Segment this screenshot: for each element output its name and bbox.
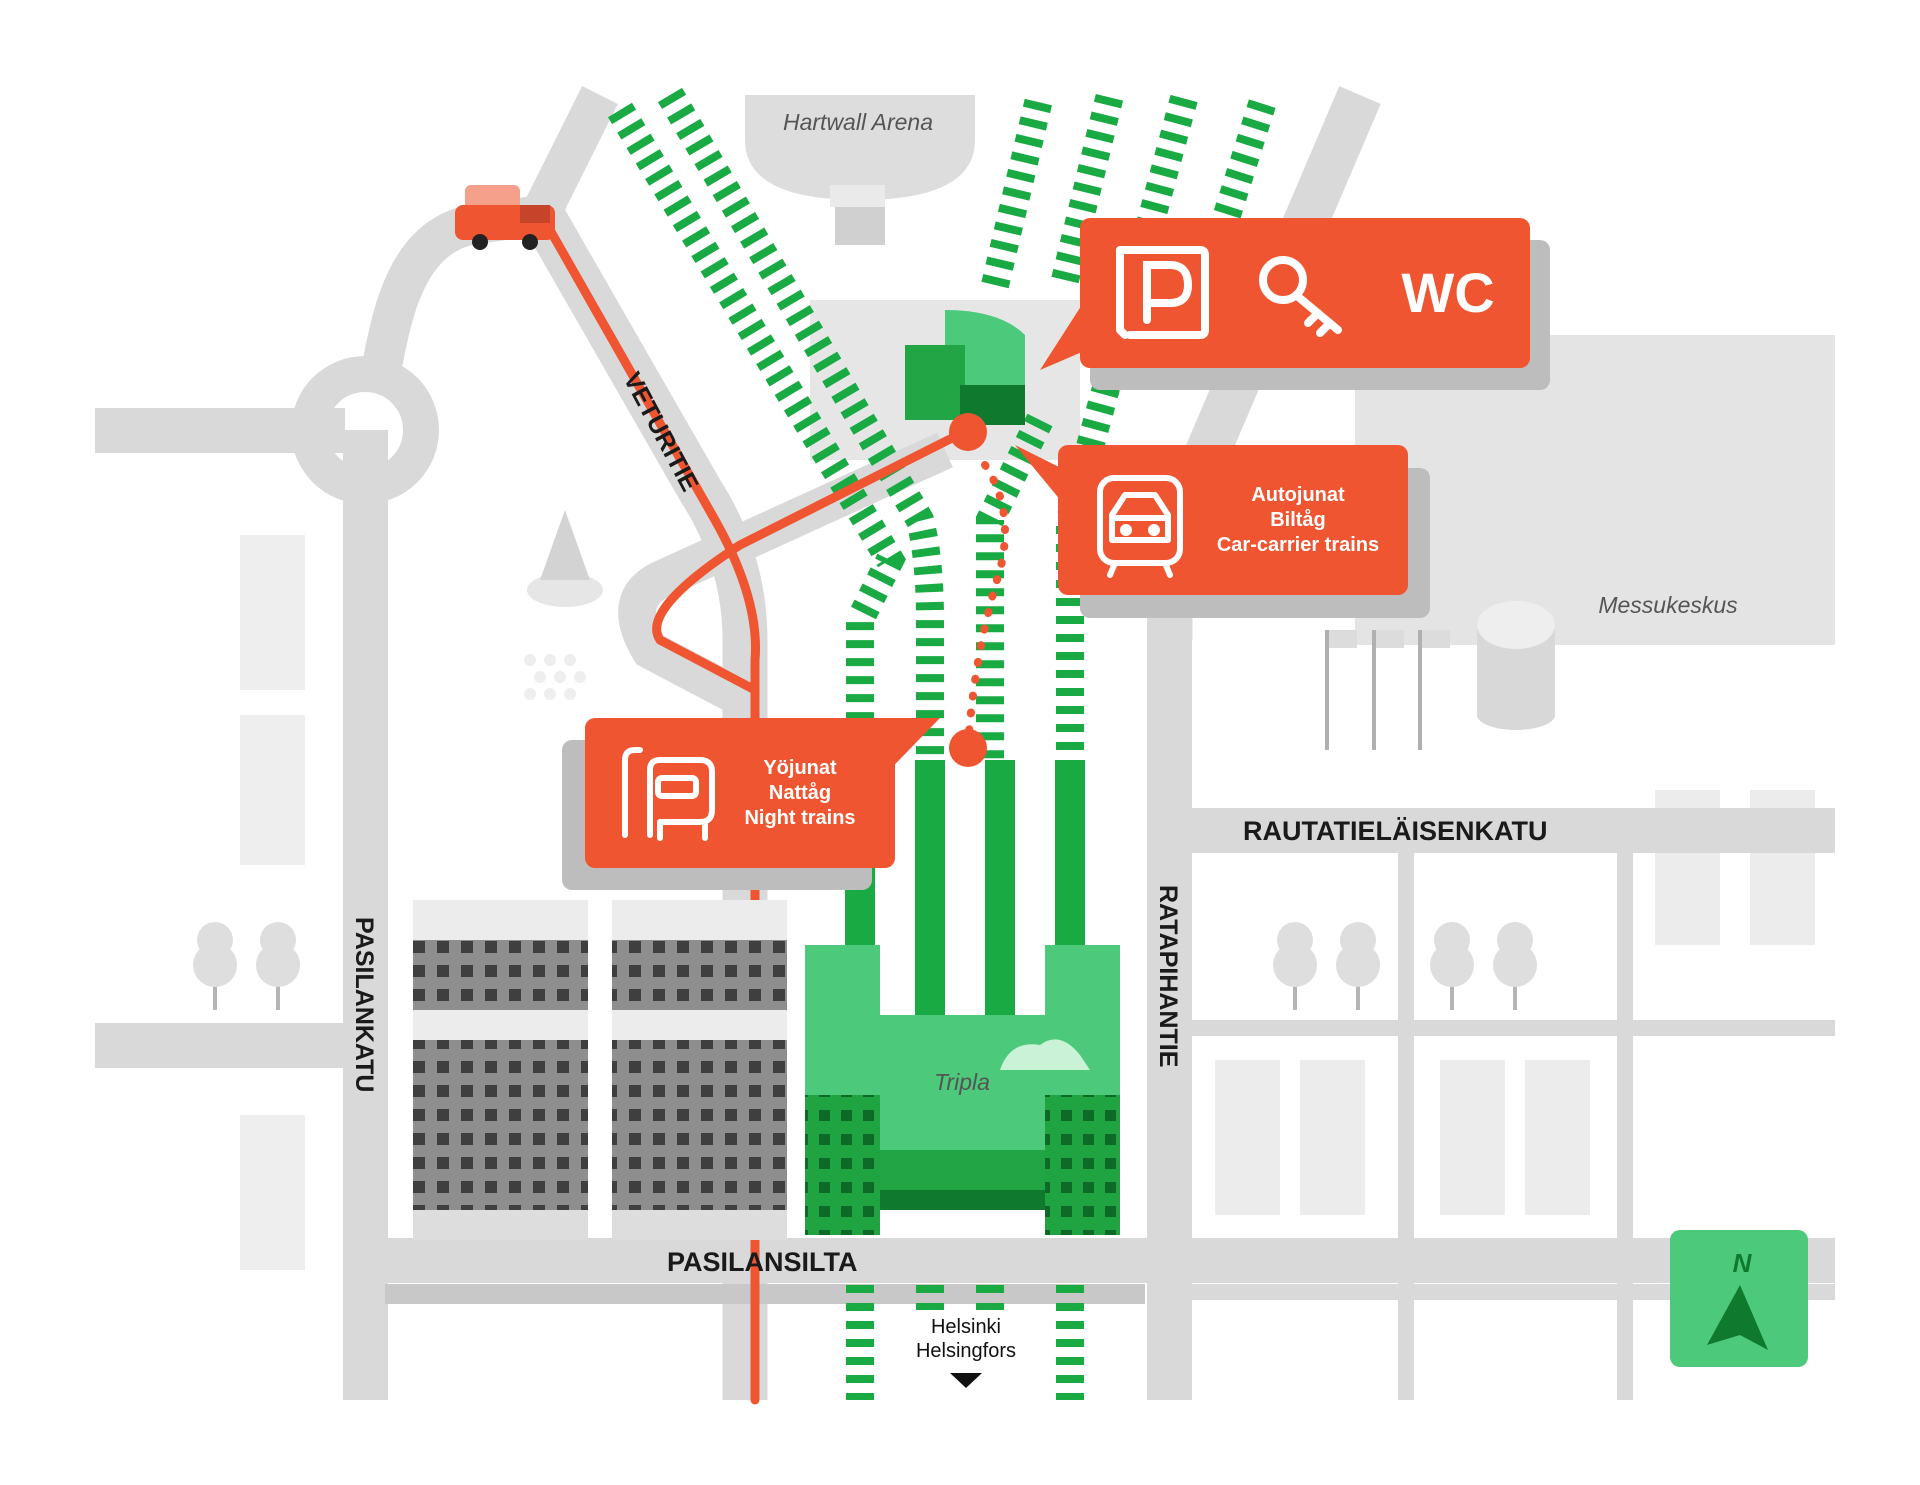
- night-train-marker: [949, 729, 987, 767]
- night-trains-callout: Yöjunat Nattåg Night trains: [562, 718, 940, 890]
- compass: N: [1670, 1230, 1808, 1367]
- parking-icon: [1116, 246, 1209, 339]
- north-arrow-icon: [1707, 1285, 1768, 1350]
- night-trains-line3: Night trains: [744, 807, 855, 829]
- walking-route: [964, 461, 1009, 749]
- pasilansilta-label: PASILANSILTA: [667, 1247, 858, 1277]
- rautatielaisenkatu-label: RAUTATIELÄISENKATU: [1243, 816, 1547, 846]
- bridge-shadow: [385, 1284, 1145, 1304]
- roads: [95, 408, 1835, 1400]
- car-train-icon: [1097, 475, 1183, 578]
- direction-line1: Helsinki: [931, 1316, 1001, 1338]
- messukeskus-label: Messukeskus: [1598, 592, 1738, 618]
- south-arrow-icon: [950, 1373, 982, 1388]
- compass-label: N: [1733, 1248, 1753, 1278]
- car-carrier-callout: Autojunat Biltåg Car-carrier trains: [1015, 445, 1430, 618]
- night-train-icon: [622, 747, 715, 841]
- night-trains-line2: Nattåg: [769, 781, 831, 804]
- messukeskus-features: Messukeskus: [1325, 592, 1738, 750]
- tripla-complex: Tripla: [805, 760, 1120, 1235]
- hartwall-arena-label: Hartwall Arena: [783, 109, 933, 135]
- green-station-building: [905, 310, 1025, 425]
- car-carrier-line1: Autojunat: [1251, 484, 1345, 506]
- key-icon: [1259, 256, 1342, 337]
- wc-label: WC: [1401, 261, 1494, 324]
- station-entrance-marker: [949, 413, 987, 451]
- night-trains-line1: Yöjunat: [763, 757, 837, 779]
- hartwall-arena: Hartwall Arena: [745, 95, 975, 245]
- pasilankatu-label: PASILANKATU: [350, 917, 378, 1092]
- background-blocks: [240, 300, 1835, 1270]
- car-carrier-line2: Biltåg: [1270, 508, 1326, 531]
- car-icon: [455, 185, 555, 250]
- car-carrier-line3: Car-carrier trains: [1217, 534, 1379, 556]
- services-callout: WC: [1040, 218, 1550, 390]
- ratapihantie-label: RATAPIHANTIE: [1154, 885, 1182, 1067]
- direction-line2: Helsingfors: [916, 1340, 1016, 1362]
- tripla-label: Tripla: [934, 1069, 990, 1095]
- trees: [193, 510, 1537, 1010]
- office-buildings: [413, 900, 787, 1240]
- direction-helsinki: Helsinki Helsingfors: [916, 1316, 1016, 1388]
